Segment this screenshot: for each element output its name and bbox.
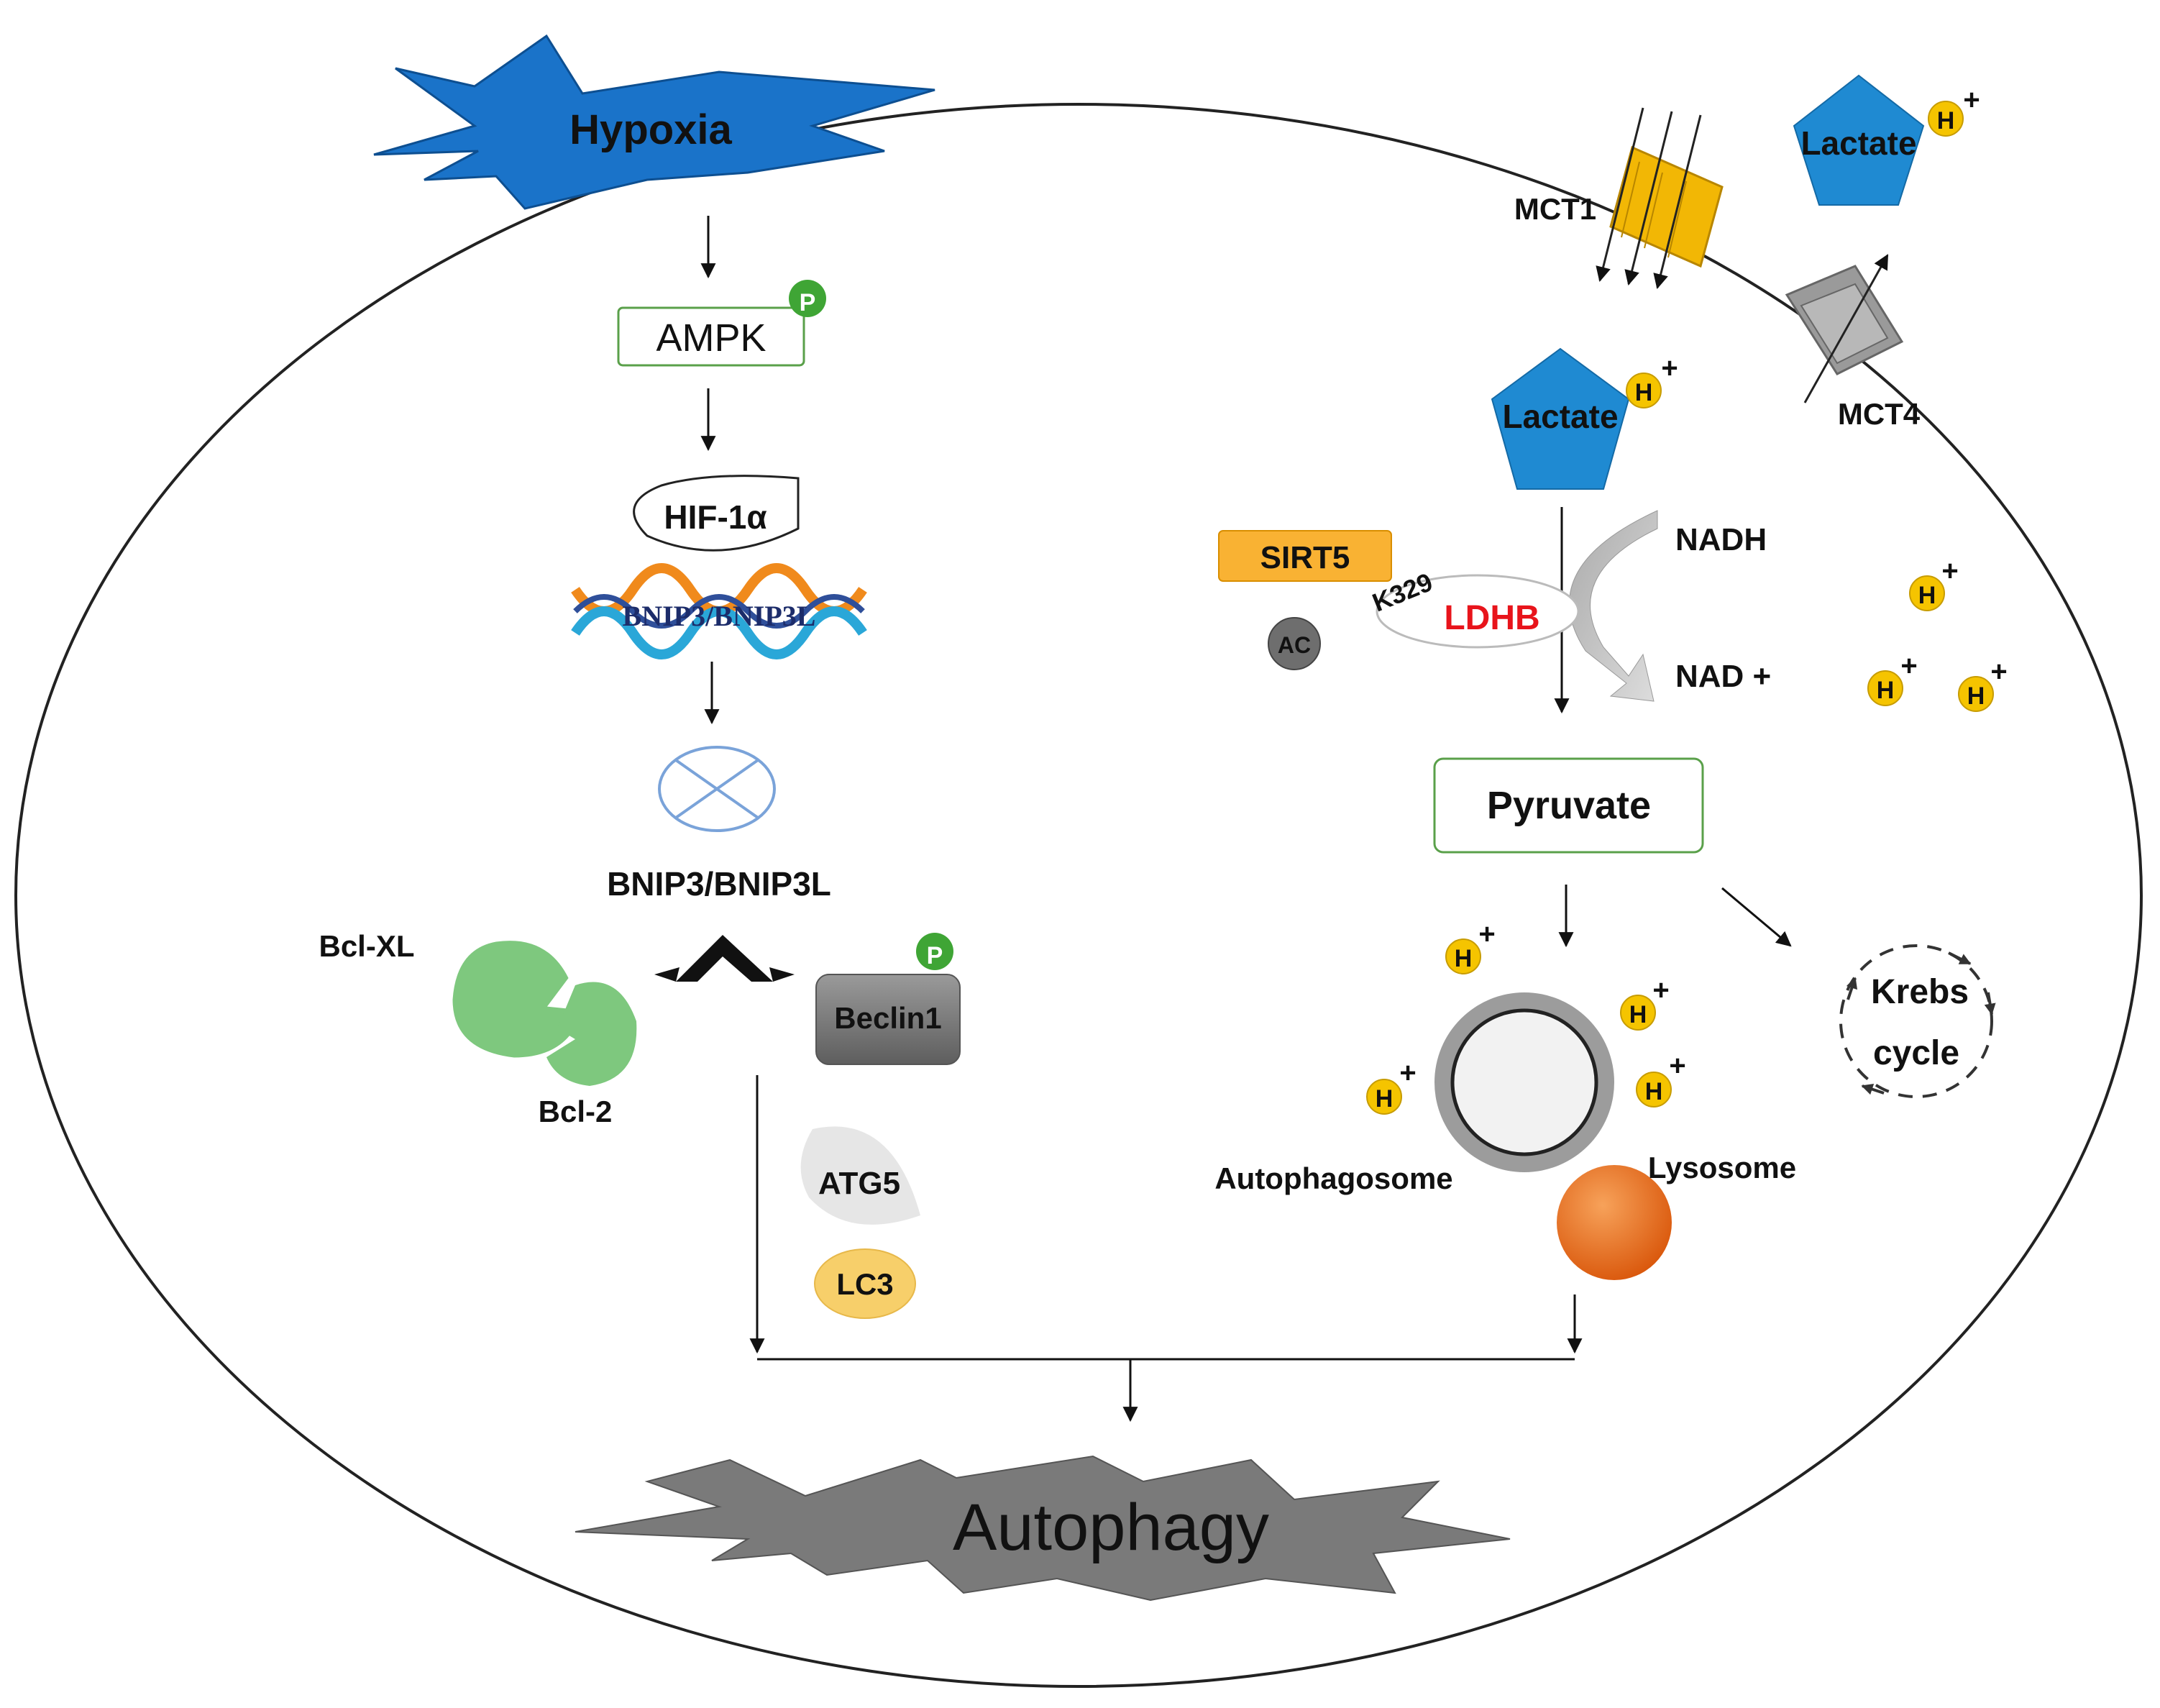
ac-label: AC [1278, 632, 1311, 658]
ldhb-node: LDHB K329 [1368, 567, 1580, 649]
lc3-label: LC3 [836, 1267, 893, 1301]
dissociation-arrow [676, 935, 773, 982]
atg5-label: ATG5 [818, 1166, 900, 1201]
proton-extracellular: H + [1928, 84, 1980, 137]
pyruvate-node: Pyruvate [1433, 757, 1704, 854]
free-proton-2: H + [1867, 650, 1918, 706]
proton-auto-1: H + [1445, 918, 1496, 974]
svg-text:H: H [1645, 1078, 1663, 1105]
dna-label: BNIP3/BNIP3L [623, 600, 816, 632]
ldhb-label: LDHB [1444, 599, 1539, 637]
autophagy-burst: Autophagy [575, 1455, 1511, 1602]
svg-text:H: H [1455, 945, 1473, 972]
mct4-label: MCT4 [1838, 397, 1921, 431]
hypoxia-label: Hypoxia [569, 106, 732, 153]
arrow-pyruvate-krebs [1721, 887, 1792, 947]
proton-auto-4: H + [1636, 1050, 1686, 1108]
sirt5-node: SIRT5 [1218, 530, 1392, 582]
lactate-in-label: Lactate [1502, 398, 1618, 435]
svg-text:+: + [1900, 650, 1917, 682]
svg-text:+: + [1661, 352, 1678, 384]
sirt5-label: SIRT5 [1260, 540, 1350, 575]
bcl-complex: Bcl-XL Bcl-2 [319, 929, 637, 1128]
svg-text:+: + [1399, 1057, 1416, 1089]
svg-text:H: H [1376, 1085, 1394, 1113]
svg-text:H: H [1967, 682, 1985, 710]
svg-text:+: + [1478, 918, 1495, 950]
atg5-node: ATG5 [800, 1126, 920, 1225]
translation-symbol [658, 746, 776, 832]
svg-text:+: + [1652, 974, 1669, 1006]
free-proton-3: H + [1958, 656, 2008, 712]
beclin1-node: Beclin1 P [815, 933, 961, 1065]
proton-auto-2: H + [1620, 974, 1670, 1031]
nadh-conversion-arrow [1569, 510, 1658, 702]
svg-text:H: H [1629, 1001, 1647, 1028]
lactate-intracellular: Lactate [1491, 347, 1630, 490]
hif1a-node: HIF-1α [633, 475, 800, 552]
lysosome [1557, 1165, 1672, 1280]
mct1-label: MCT1 [1514, 192, 1596, 226]
phospho-badge-ampk [789, 280, 826, 317]
phospho-label-beclin: P [927, 942, 943, 969]
svg-text:H: H [1877, 677, 1895, 704]
nadh-label: NADH [1675, 522, 1767, 557]
svg-text:H: H [1635, 379, 1653, 406]
cell-membrane [14, 103, 2143, 1688]
krebs-cycle: Krebs cycle [1839, 944, 1996, 1098]
mct1-transporter: MCT1 [1514, 107, 1724, 290]
proton-auto-3: H + [1366, 1057, 1417, 1115]
lactate-out-label: Lactate [1800, 124, 1916, 162]
ampk-node: AMPK P [617, 280, 826, 367]
hif1a-label: HIF-1α [664, 498, 766, 536]
bcl2-label: Bcl-2 [539, 1095, 613, 1128]
ac-node: AC [1268, 617, 1321, 670]
phospho-badge-beclin [916, 933, 953, 970]
ampk-label: AMPK [656, 316, 766, 360]
svg-text:+: + [1669, 1050, 1685, 1082]
hypoxia-burst: Hypoxia [373, 34, 935, 210]
phospho-label-ampk: P [800, 289, 816, 316]
svg-text:+: + [1990, 656, 2007, 688]
beclin1-label: Beclin1 [834, 1001, 941, 1035]
autophagosome [1434, 992, 1614, 1172]
pyruvate-label: Pyruvate [1487, 784, 1651, 827]
mct4-transporter: MCT4 [1785, 254, 1921, 431]
autophagosome-label: Autophagosome [1214, 1161, 1452, 1195]
bnip-protein-label: BNIP3/BNIP3L [607, 865, 831, 903]
lc3-node: LC3 [814, 1248, 916, 1319]
proton-plus: + [1963, 84, 1980, 116]
lactate-extracellular: Lactate [1793, 74, 1925, 206]
lysosome-label: Lysosome [1648, 1151, 1796, 1184]
krebs-label-2: cycle [1873, 1034, 1959, 1072]
proton-h: H [1937, 107, 1955, 134]
svg-text:+: + [1941, 555, 1958, 587]
dna-helix: BNIP3/BNIP3L [571, 563, 867, 659]
svg-text:H: H [1918, 582, 1936, 609]
nad-label: NAD + [1675, 659, 1771, 694]
free-proton-1: H + [1909, 555, 1959, 611]
autophagy-label: Autophagy [953, 1491, 1269, 1564]
krebs-label-1: Krebs [1871, 973, 1969, 1011]
bclxl-label: Bcl-XL [319, 929, 414, 963]
proton-lactate-in: H + [1626, 352, 1678, 408]
